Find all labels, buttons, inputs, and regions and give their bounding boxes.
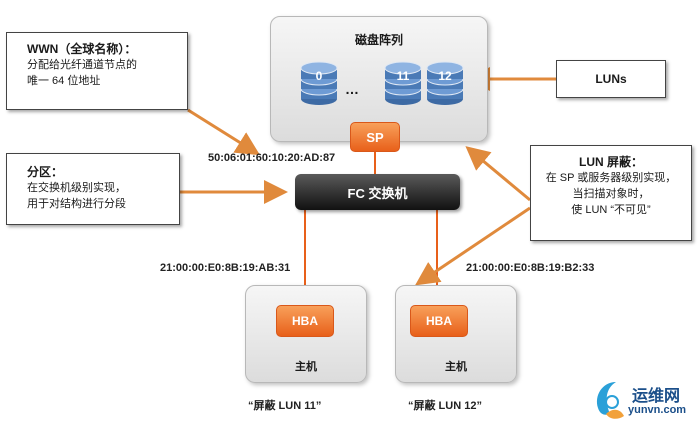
host1-hba-label: HBA xyxy=(292,314,318,328)
masking-arrow-array xyxy=(465,146,531,202)
host1-mask: “屏蔽 LUN 11” xyxy=(248,400,322,412)
masking-callout-line1: 在 SP 或服务器级别实现， xyxy=(545,172,677,184)
lun-0-label: 0 xyxy=(315,69,323,83)
wwn-callout-line2: 唯一 64 位地址 xyxy=(27,75,101,87)
disk-stack-icon xyxy=(426,61,464,105)
sp-label: SP xyxy=(366,129,384,145)
watermark-text: 运维网 xyxy=(632,388,681,405)
host1-label: 主机 xyxy=(295,361,317,373)
sp-box[interactable]: SP xyxy=(350,122,400,152)
zoning-callout-title: 分区： xyxy=(27,165,64,179)
host2-hba-label: HBA xyxy=(426,314,452,328)
luns-callout-title: LUNs xyxy=(595,72,627,86)
wwn-callout-title: WWN（全球名称）： xyxy=(27,42,137,56)
lun-11-label: 11 xyxy=(396,69,410,83)
wwn-arrow xyxy=(187,108,261,156)
zoning-callout: 分区： 在交换机级别实现， 用于对结构进行分段 xyxy=(6,153,180,225)
host1-hba[interactable]: HBA xyxy=(276,305,334,337)
luns-callout: LUNs xyxy=(556,60,666,98)
masking-callout-line3: 使 LUN “不可见” xyxy=(571,204,651,216)
lun-ellipsis: … xyxy=(345,81,359,97)
fc-switch-label: FC 交换机 xyxy=(347,185,408,201)
zoning-callout-line2: 用于对结构进行分段 xyxy=(27,198,126,210)
masking-callout: LUN 屏蔽： 在 SP 或服务器级别实现， 当扫描对象时， 使 LUN “不可… xyxy=(530,145,692,241)
lun-disk-11[interactable]: 11 xyxy=(383,59,423,107)
fc-switch[interactable]: FC 交换机 xyxy=(295,174,460,210)
lun-disk-12[interactable]: 12 xyxy=(425,59,465,107)
disk-stack-icon xyxy=(384,61,422,105)
masking-callout-line2: 当扫描对象时， xyxy=(572,188,650,200)
wwn-callout-line1: 分配给光纤通道节点的 xyxy=(27,59,137,71)
disk-stack-icon xyxy=(300,61,338,105)
lun-12-label: 12 xyxy=(438,69,452,83)
disk-array-title: 磁盘阵列 xyxy=(354,33,403,47)
masking-arrow-host xyxy=(415,206,531,286)
wwn-callout: WWN（全球名称）： 分配给光纤通道节点的 唯一 64 位地址 xyxy=(6,32,188,110)
watermark-logo-icon xyxy=(596,382,624,419)
host1-wwn: 21:00:00:E0:8B:19:AB:31 xyxy=(160,262,291,274)
sp-wwn: 50:06:01:60:10:20:AD:87 xyxy=(208,152,336,164)
disk-array-panel: 磁盘阵列 0 … 11 xyxy=(270,16,488,142)
host2-mask: “屏蔽 LUN 12” xyxy=(408,400,482,412)
host2-label: 主机 xyxy=(445,361,467,373)
host2-wwn: 21:00:00:E0:8B:19:B2:33 xyxy=(466,262,595,274)
lun-disk-0[interactable]: 0 xyxy=(299,59,339,107)
masking-callout-title: LUN 屏蔽： xyxy=(579,155,643,169)
host2-hba[interactable]: HBA xyxy=(410,305,468,337)
zoning-callout-line1: 在交换机级别实现， xyxy=(27,182,126,194)
watermark-url: yunvn.com xyxy=(628,404,687,416)
